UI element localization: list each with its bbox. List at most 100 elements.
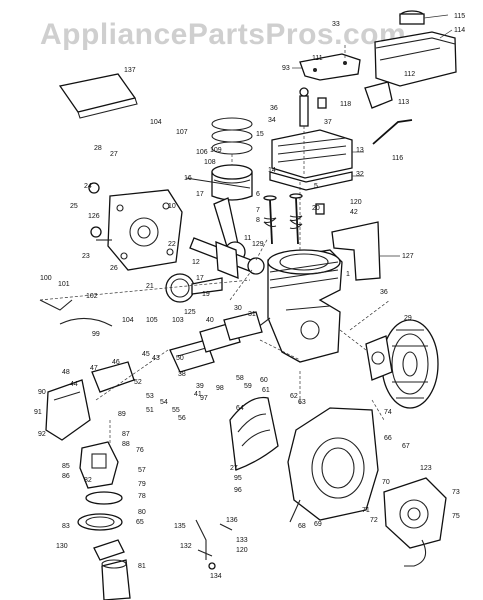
part-number-p89: 89 (118, 411, 126, 418)
cam-gear (165, 273, 223, 303)
crankshaft (189, 237, 269, 279)
part-number-p58: 58 (236, 375, 244, 382)
part-number-p135: 135 (174, 523, 186, 530)
part-number-p90: 90 (38, 389, 46, 396)
part-number-p72: 72 (370, 517, 378, 524)
part-number-p70: 70 (382, 479, 390, 486)
baffle-plate (331, 221, 400, 281)
governor-linkage (195, 519, 233, 570)
part-number-p59: 59 (244, 383, 252, 390)
part-number-p57: 57 (138, 467, 146, 474)
part-number-p127: 127 (402, 253, 414, 260)
part-number-p43: 43 (152, 355, 160, 362)
part-number-p50: 50 (176, 355, 184, 362)
part-number-p120b: 120 (236, 547, 248, 554)
part-number-p65: 65 (136, 519, 144, 526)
part-number-p54: 54 (160, 399, 168, 406)
part-number-p111: 111 (312, 55, 323, 62)
intake-parts (39, 299, 263, 441)
part-number-p17b: 17 (196, 275, 204, 282)
part-number-p23: 23 (82, 253, 90, 260)
part-number-p115: 115 (454, 13, 465, 20)
part-number-p130: 130 (56, 543, 68, 550)
part-number-p112: 112 (404, 71, 415, 78)
part-number-p93: 93 (282, 65, 290, 72)
part-number-p97: 97 (200, 395, 208, 402)
part-number-p66: 66 (384, 435, 392, 442)
part-number-p17: 17 (196, 191, 204, 198)
part-number-p62: 62 (290, 393, 298, 400)
engine-block (253, 182, 343, 363)
part-number-p86: 86 (62, 473, 70, 480)
part-number-p32: 32 (356, 171, 364, 178)
part-number-p38: 38 (178, 371, 186, 378)
part-number-p69: 69 (314, 521, 322, 528)
part-number-p24: 24 (84, 183, 92, 190)
part-number-p51: 51 (146, 407, 154, 414)
part-number-p113: 113 (398, 99, 409, 106)
part-number-p30: 30 (234, 305, 242, 312)
part-number-p114: 114 (454, 27, 465, 34)
part-number-p134: 134 (210, 573, 222, 580)
part-number-p133: 133 (236, 537, 248, 544)
part-number-p11: 11 (244, 235, 251, 242)
part-number-p36: 36 (270, 105, 278, 112)
part-number-p85: 85 (62, 463, 70, 470)
part-number-p61: 61 (262, 387, 270, 394)
part-number-p76: 76 (136, 447, 144, 454)
part-number-p29: 29 (404, 315, 412, 322)
part-number-p47: 47 (90, 365, 98, 372)
part-number-p26: 26 (110, 265, 118, 272)
part-number-p12: 12 (192, 259, 200, 266)
part-number-p91: 91 (34, 409, 42, 416)
part-number-p101: 101 (58, 281, 70, 288)
cylinder-head (269, 87, 364, 191)
flywheel (339, 319, 439, 409)
part-number-p68: 68 (298, 523, 306, 530)
leader-lines (39, 269, 391, 446)
part-number-p73: 73 (452, 489, 460, 496)
part-number-p98: 98 (216, 385, 224, 392)
part-number-p92: 92 (38, 431, 46, 438)
part-number-p104b: 104 (122, 317, 134, 324)
part-number-p39: 39 (196, 383, 204, 390)
part-number-p20: 20 (312, 205, 320, 212)
part-number-p132: 132 (180, 543, 192, 550)
part-number-p13: 13 (356, 147, 364, 154)
part-number-p82: 82 (84, 477, 92, 484)
part-number-p56: 56 (178, 415, 186, 422)
part-number-p116: 116 (392, 155, 403, 162)
part-number-p27: 27 (110, 151, 118, 158)
part-number-p60: 60 (260, 377, 268, 384)
part-number-p64: 64 (236, 405, 244, 412)
part-number-p7: 7 (256, 207, 260, 214)
part-number-p104: 104 (150, 119, 162, 126)
part-number-p46: 46 (112, 359, 120, 366)
part-number-p8: 8 (256, 217, 260, 224)
part-number-p33: 33 (332, 21, 340, 28)
part-number-p83: 83 (62, 523, 70, 530)
tank-bracket (292, 45, 413, 145)
part-number-p88: 88 (122, 441, 130, 448)
info-card (58, 73, 138, 119)
fuel-tank (374, 10, 457, 87)
part-number-p118: 118 (340, 101, 351, 108)
part-number-p14: 14 (268, 167, 276, 174)
part-number-p129: 129 (252, 241, 264, 248)
part-number-p31: 31 (248, 311, 256, 318)
part-number-p48: 48 (62, 369, 70, 376)
part-number-p52: 52 (134, 379, 142, 386)
blower-housing (287, 407, 379, 523)
crankcase-cover (88, 182, 183, 271)
part-number-p34: 34 (268, 117, 276, 124)
part-number-p27b: 27 (230, 465, 238, 472)
part-number-p109: 109 (210, 147, 222, 154)
part-number-p78: 78 (138, 493, 146, 500)
part-number-p1: 1 (346, 271, 350, 278)
part-number-p96: 96 (234, 487, 242, 494)
part-number-p63: 63 (298, 399, 306, 406)
part-number-p25: 25 (70, 203, 78, 210)
